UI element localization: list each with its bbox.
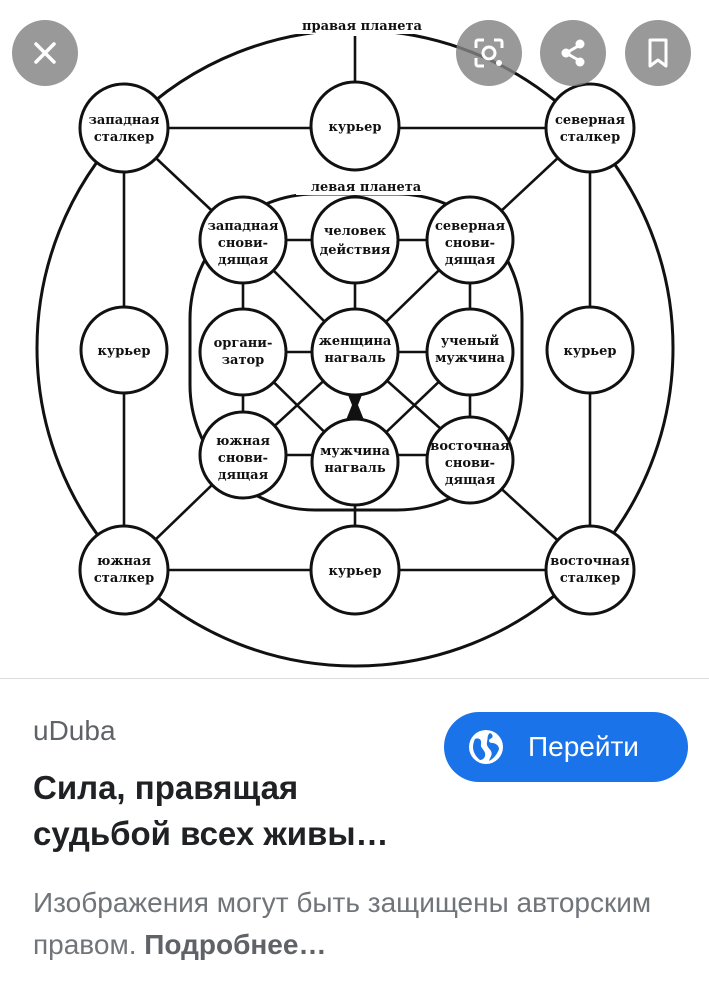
close-button[interactable] <box>12 20 78 86</box>
svg-text:снови-: снови- <box>445 456 495 471</box>
image-title[interactable]: Сила, правящая судьбой всех живы… <box>33 769 389 852</box>
svg-text:северная: северная <box>435 219 506 234</box>
node-scholar: ученый мужчина <box>425 307 515 397</box>
close-icon <box>34 42 56 64</box>
svg-text:дящая: дящая <box>445 473 496 488</box>
svg-text:снови-: снови- <box>445 236 495 251</box>
svg-text:восточная: восточная <box>550 554 630 569</box>
svg-text:женщина: женщина <box>319 334 392 349</box>
svg-text:дящая: дящая <box>218 253 269 268</box>
bookmark-icon <box>648 38 668 68</box>
share-icon <box>561 39 585 67</box>
svg-text:северная: северная <box>555 113 626 128</box>
svg-text:западная: западная <box>208 219 279 234</box>
svg-text:южная: южная <box>216 434 270 449</box>
svg-text:мужчина: мужчина <box>435 351 505 366</box>
left-planet-label: левая планета <box>311 180 422 195</box>
visit-button-label: Перейти <box>528 731 639 762</box>
node-man-nagual: мужчина нагваль <box>310 417 400 507</box>
svg-text:дящая: дящая <box>218 468 269 483</box>
svg-text:восточная: восточная <box>430 439 510 454</box>
right-planet-label: правая планета <box>302 19 423 34</box>
more-link[interactable]: Подробнее… <box>144 929 327 960</box>
svg-text:мужчина: мужчина <box>320 444 390 459</box>
svg-text:курьер: курьер <box>564 344 617 359</box>
svg-text:сталкер: сталкер <box>560 130 620 145</box>
share-button[interactable] <box>540 20 606 86</box>
image-viewer[interactable]: западная сталкер курьер северная сталкер… <box>0 0 709 678</box>
svg-text:сталкер: сталкер <box>94 571 154 586</box>
node-south-dreamer: южная снови- дящая <box>198 410 288 500</box>
lens-button[interactable] <box>456 20 522 86</box>
svg-text:нагваль: нагваль <box>324 351 386 366</box>
svg-text:органи-: органи- <box>214 336 273 351</box>
svg-text:нагваль: нагваль <box>324 461 386 476</box>
svg-text:южная: южная <box>97 554 151 569</box>
node-woman-nagual: женщина нагваль <box>310 307 400 397</box>
svg-text:сталкер: сталкер <box>94 130 154 145</box>
svg-text:курьер: курьер <box>329 564 382 579</box>
globe-icon <box>469 730 503 764</box>
source-name[interactable]: uDuba <box>33 715 116 746</box>
node-west-dreamer: западная снови- дящая <box>198 195 288 285</box>
svg-text:ученый: ученый <box>441 334 500 349</box>
node-west-stalker: западная сталкер <box>78 82 170 174</box>
svg-text:сталкер: сталкер <box>560 571 620 586</box>
lens-icon <box>474 38 504 68</box>
bookmark-button[interactable] <box>625 20 691 86</box>
svg-text:затор: затор <box>222 353 265 368</box>
svg-text:снови-: снови- <box>218 236 268 251</box>
node-south-stalker: южная сталкер <box>78 524 170 616</box>
node-east-stalker: восточная сталкер <box>544 524 636 616</box>
node-courier-bottom: курьер <box>309 524 401 616</box>
node-north-dreamer: северная снови- дящая <box>425 195 515 285</box>
svg-text:курьер: курьер <box>98 344 151 359</box>
svg-text:курьер: курьер <box>329 120 382 135</box>
connector-knot <box>346 390 364 420</box>
visit-button[interactable]: Перейти <box>444 712 688 782</box>
copyright-notice: Изображения могут быть защищены авторски… <box>33 882 653 966</box>
svg-text:западная: западная <box>89 113 160 128</box>
nagual-diagram: западная сталкер курьер северная сталкер… <box>35 19 675 668</box>
svg-text:действия: действия <box>320 243 391 258</box>
node-courier-left: курьер <box>79 305 169 395</box>
node-east-dreamer: восточная снови- дящая <box>425 415 515 505</box>
copyright-notice-text: Изображения могут быть защищены авторски… <box>33 887 652 960</box>
node-north-stalker: северная сталкер <box>544 82 636 174</box>
svg-text:дящая: дящая <box>445 253 496 268</box>
node-courier-right: курьер <box>545 305 635 395</box>
node-organizer: органи- затор <box>198 307 288 397</box>
svg-text:снови-: снови- <box>218 451 268 466</box>
node-courier-top: курьер <box>309 80 401 172</box>
svg-text:человек: человек <box>324 224 387 239</box>
divider <box>0 678 709 679</box>
node-man-of-action: человек действия <box>310 195 400 285</box>
